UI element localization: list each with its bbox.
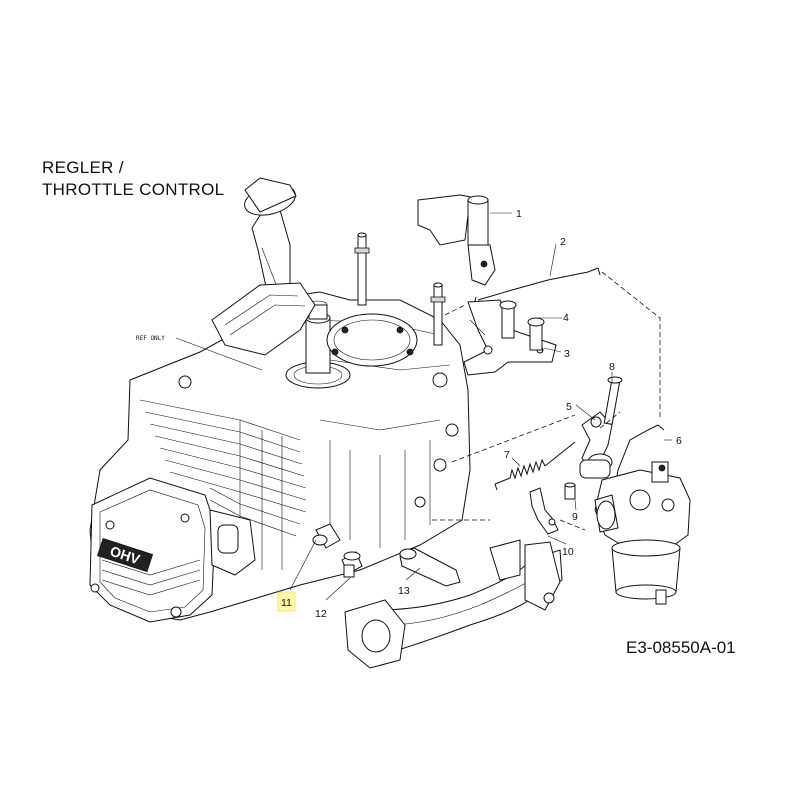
part-12-screw[interactable] <box>341 551 363 578</box>
callout-9[interactable]: 9 <box>572 511 578 523</box>
callout-8[interactable]: 8 <box>609 361 615 373</box>
air-guide-shield <box>211 282 316 356</box>
diagram-reference-code: E3-08550A-01 <box>626 638 736 657</box>
diagram-title-line-1: REGLER / <box>42 158 124 177</box>
oil-fill-tube <box>244 177 297 306</box>
part-10-bracket[interactable] <box>529 487 559 535</box>
part-5-lever[interactable] <box>579 411 613 479</box>
callout-4[interactable]: 4 <box>563 312 569 324</box>
part-8-pin[interactable] <box>603 376 623 425</box>
part-13-stud[interactable] <box>399 547 461 587</box>
part-9-clip[interactable] <box>564 482 576 500</box>
callout-5[interactable]: 5 <box>566 401 572 413</box>
callout-numbers: 1 2 3 4 5 6 7 8 9 10 11 12 13 <box>277 208 682 620</box>
carburetor <box>594 461 691 605</box>
intake-manifold <box>344 539 563 669</box>
callout-11-highlight <box>277 591 296 612</box>
callout-12[interactable]: 12 <box>315 608 327 620</box>
leader-lines <box>289 212 672 601</box>
part-7-spring[interactable] <box>494 441 576 491</box>
callout-3[interactable]: 3 <box>564 348 570 360</box>
callout-2[interactable]: 2 <box>560 236 566 248</box>
part-4-screws[interactable] <box>499 300 545 351</box>
callout-13[interactable]: 13 <box>398 585 410 597</box>
callout-10[interactable]: 10 <box>562 546 574 558</box>
callout-7[interactable]: 7 <box>504 449 510 461</box>
callout-1[interactable]: 1 <box>516 208 522 220</box>
diagram-title-line-2: THROTTLE CONTROL <box>42 180 225 199</box>
assembly-lines <box>432 271 661 531</box>
callout-11[interactable]: 11 <box>281 597 292 609</box>
part-11-bolt[interactable] <box>312 523 341 549</box>
part-1-governor-bracket[interactable] <box>417 194 496 286</box>
engine-block <box>89 232 471 623</box>
callout-6[interactable]: 6 <box>676 435 682 447</box>
ref-only-label: REF ONLY <box>136 335 165 342</box>
